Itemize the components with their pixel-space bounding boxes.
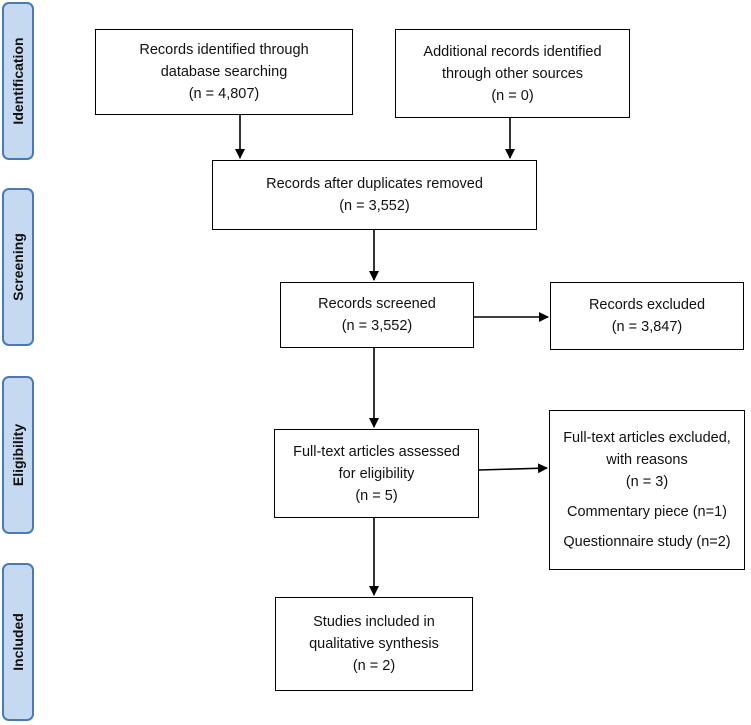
after-duplicates-count: (n = 3,552) <box>339 198 410 214</box>
arrow-assessed-to-fulltext-excluded <box>478 463 548 474</box>
stage-included: Included <box>2 563 34 721</box>
excluded-count: (n = 3,847) <box>611 319 683 335</box>
after-duplicates-line1: Records after duplicates removed <box>266 176 483 192</box>
box-records-excluded: Records excluded (n = 3,847) <box>550 282 744 350</box>
stage-screening: Screening <box>2 188 34 346</box>
included-line2: qualitative synthesis <box>309 636 439 652</box>
stage-identification: Identification <box>2 2 34 160</box>
exclusion-reason-commentary: Commentary piece (n=1) <box>567 504 727 520</box>
assessed-count: (n = 5) <box>355 487 398 504</box>
fulltext-excluded-count: (n = 3) <box>625 474 669 490</box>
screened-count: (n = 3,552) <box>341 318 413 334</box>
other-sources-count: (n = 0) <box>491 87 534 104</box>
screened-line1: Records screened <box>318 296 436 312</box>
box-records-screened: Records screened (n = 3,552) <box>280 282 474 348</box>
assessed-line1: Full-text articles assessed <box>293 443 460 460</box>
assessed-line2: for eligibility <box>338 465 415 482</box>
db-search-line2: database searching <box>160 64 288 80</box>
other-sources-line2: through other sources <box>441 65 584 82</box>
included-line1: Studies included in <box>313 614 435 630</box>
other-sources-line1: Additional records identified <box>423 43 602 60</box>
box-after-duplicates: Records after duplicates removed (n = 3,… <box>212 160 537 230</box>
box-database-search: Records identified through database sear… <box>95 29 353 115</box>
box-fulltext-excluded: Full-text articles excluded, with reason… <box>549 410 745 570</box>
included-count: (n = 2) <box>352 658 396 674</box>
db-search-count: (n = 4,807) <box>188 86 260 102</box>
box-other-sources: Additional records identified through ot… <box>395 29 630 118</box>
fulltext-excluded-line2: with reasons <box>606 452 688 468</box>
db-search-line1: Records identified through <box>139 42 309 58</box>
box-fulltext-assessed: Full-text articles assessed for eligibil… <box>274 429 479 518</box>
stage-eligibility: Eligibility <box>2 376 34 534</box>
fulltext-excluded-line1: Full-text articles excluded, <box>563 430 731 446</box>
excluded-line1: Records excluded <box>588 297 706 313</box>
box-studies-included: Studies included in qualitative synthesi… <box>275 597 473 691</box>
exclusion-reason-questionnaire: Questionnaire study (n=2) <box>563 534 731 550</box>
